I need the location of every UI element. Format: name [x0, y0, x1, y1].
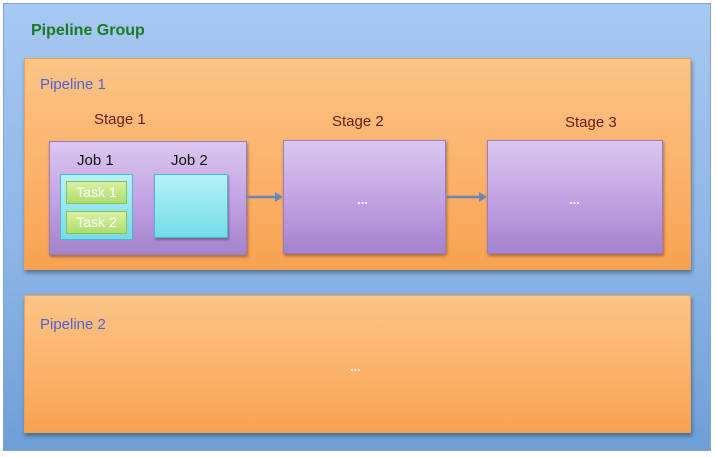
- job-1-title: Job 1: [77, 152, 114, 169]
- job-2-title: Job 2: [171, 152, 208, 169]
- pipeline-group-title: Pipeline Group: [31, 22, 145, 39]
- pipeline-2-ellipsis: ...: [350, 359, 361, 374]
- stage-3-ellipsis: ...: [569, 192, 580, 207]
- arrow-stage1-to-stage2: [247, 192, 283, 202]
- pipeline-2-title: Pipeline 2: [40, 316, 106, 333]
- task-1: Task 1: [66, 181, 127, 204]
- stage-2-ellipsis: ...: [357, 192, 368, 207]
- stage-2-box: [283, 140, 446, 254]
- stage-3-box: [487, 140, 663, 254]
- stage-3-title: Stage 3: [565, 114, 617, 131]
- pipeline-1-title: Pipeline 1: [40, 76, 106, 93]
- stage-1-title: Stage 1: [94, 111, 146, 128]
- task-2: Task 2: [66, 211, 127, 234]
- arrow-stage2-to-stage3: [446, 192, 487, 202]
- job-2-box: [154, 174, 228, 238]
- stage-2-title: Stage 2: [332, 113, 384, 130]
- pipeline-2-box: [24, 295, 691, 433]
